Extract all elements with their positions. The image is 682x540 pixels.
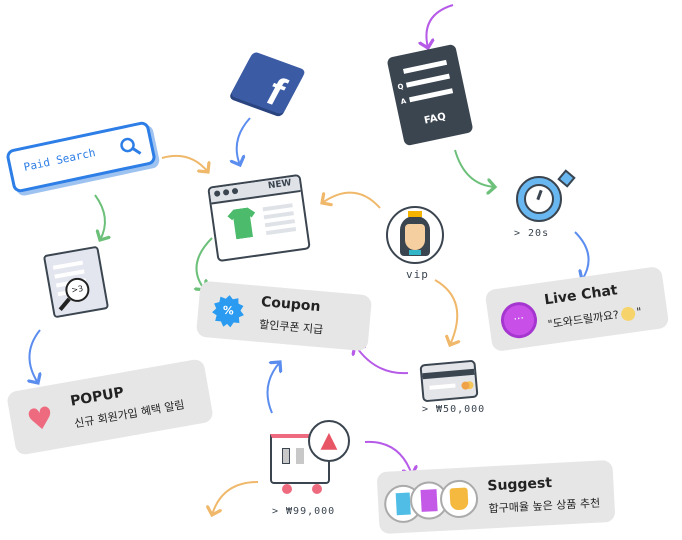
suggest-card[interactable]: Suggest 합구매율 높은 상품 추천 bbox=[376, 459, 616, 535]
arrow-cart-to-coupon bbox=[266, 362, 281, 414]
arrow-stopwatch-to-livechat bbox=[574, 231, 589, 280]
vip-avatar bbox=[386, 206, 444, 264]
coupon-badge-icon: % bbox=[211, 294, 246, 329]
arrow-cart-out bbox=[212, 481, 259, 515]
cart-caption: > ₩99,000 bbox=[272, 506, 336, 517]
faq-label: FAQ bbox=[423, 111, 447, 127]
arrow-doc-to-popup bbox=[29, 329, 40, 383]
stopwatch-icon bbox=[516, 169, 576, 222]
arrow-facebook-to-browser bbox=[237, 117, 251, 165]
new-product-browser-icon: NEW bbox=[207, 173, 311, 263]
faq-a: A bbox=[400, 97, 407, 107]
paid-search-bar: Paid Search bbox=[5, 120, 157, 194]
new-badge: NEW bbox=[267, 178, 293, 192]
arrow-top-to-faq bbox=[426, 4, 454, 48]
suggest-title: Suggest bbox=[487, 475, 553, 495]
stopwatch-caption: > 20s bbox=[514, 228, 550, 239]
search-icon bbox=[120, 137, 142, 155]
suggest-subtitle: 합구매율 높은 상품 추천 bbox=[488, 496, 601, 516]
live-chat-quote-end: " bbox=[635, 305, 643, 319]
paid-search-label: Paid Search bbox=[22, 146, 97, 174]
dress-icon: ▲ bbox=[308, 420, 350, 462]
arrow-vip-to-browser bbox=[322, 191, 381, 209]
coupon-title: Coupon bbox=[260, 293, 322, 316]
live-chat-subtitle: "도와드릴까요? " bbox=[547, 303, 643, 332]
document-magnifier-icon: >3 bbox=[42, 245, 110, 319]
arrow-faq-to-stopwatch bbox=[454, 149, 495, 187]
tshirt-icon bbox=[227, 207, 259, 241]
crown-icon bbox=[408, 211, 422, 217]
shopping-cart-icon: ▲ bbox=[264, 420, 354, 502]
document-badge: >3 bbox=[70, 283, 84, 295]
yellow-dress-icon bbox=[439, 478, 480, 519]
credit-card-icon bbox=[419, 359, 479, 403]
coupon-subtitle: 할인쿠폰 지급 bbox=[258, 317, 324, 337]
arrow-search-to-doc bbox=[94, 194, 105, 240]
arrow-cart-to-suggest bbox=[364, 440, 412, 475]
credit-card-caption: > ₩50,000 bbox=[422, 404, 486, 415]
smiley-icon bbox=[619, 306, 636, 322]
live-chat-title: Live Chat bbox=[543, 282, 619, 309]
popup-title: POPUP bbox=[69, 384, 126, 410]
coupon-badge: % bbox=[222, 303, 235, 318]
faq-q: Q bbox=[396, 82, 405, 92]
arrow-search-to-browser bbox=[161, 154, 208, 172]
live-chat-quote: "도와드릴까요? bbox=[546, 308, 620, 332]
arrow-vip-to-card bbox=[434, 279, 457, 345]
vip-label: vip bbox=[406, 268, 429, 281]
chat-bubble-icon: ··· bbox=[498, 299, 540, 341]
heart-add-user-icon: ♥ bbox=[24, 400, 57, 440]
